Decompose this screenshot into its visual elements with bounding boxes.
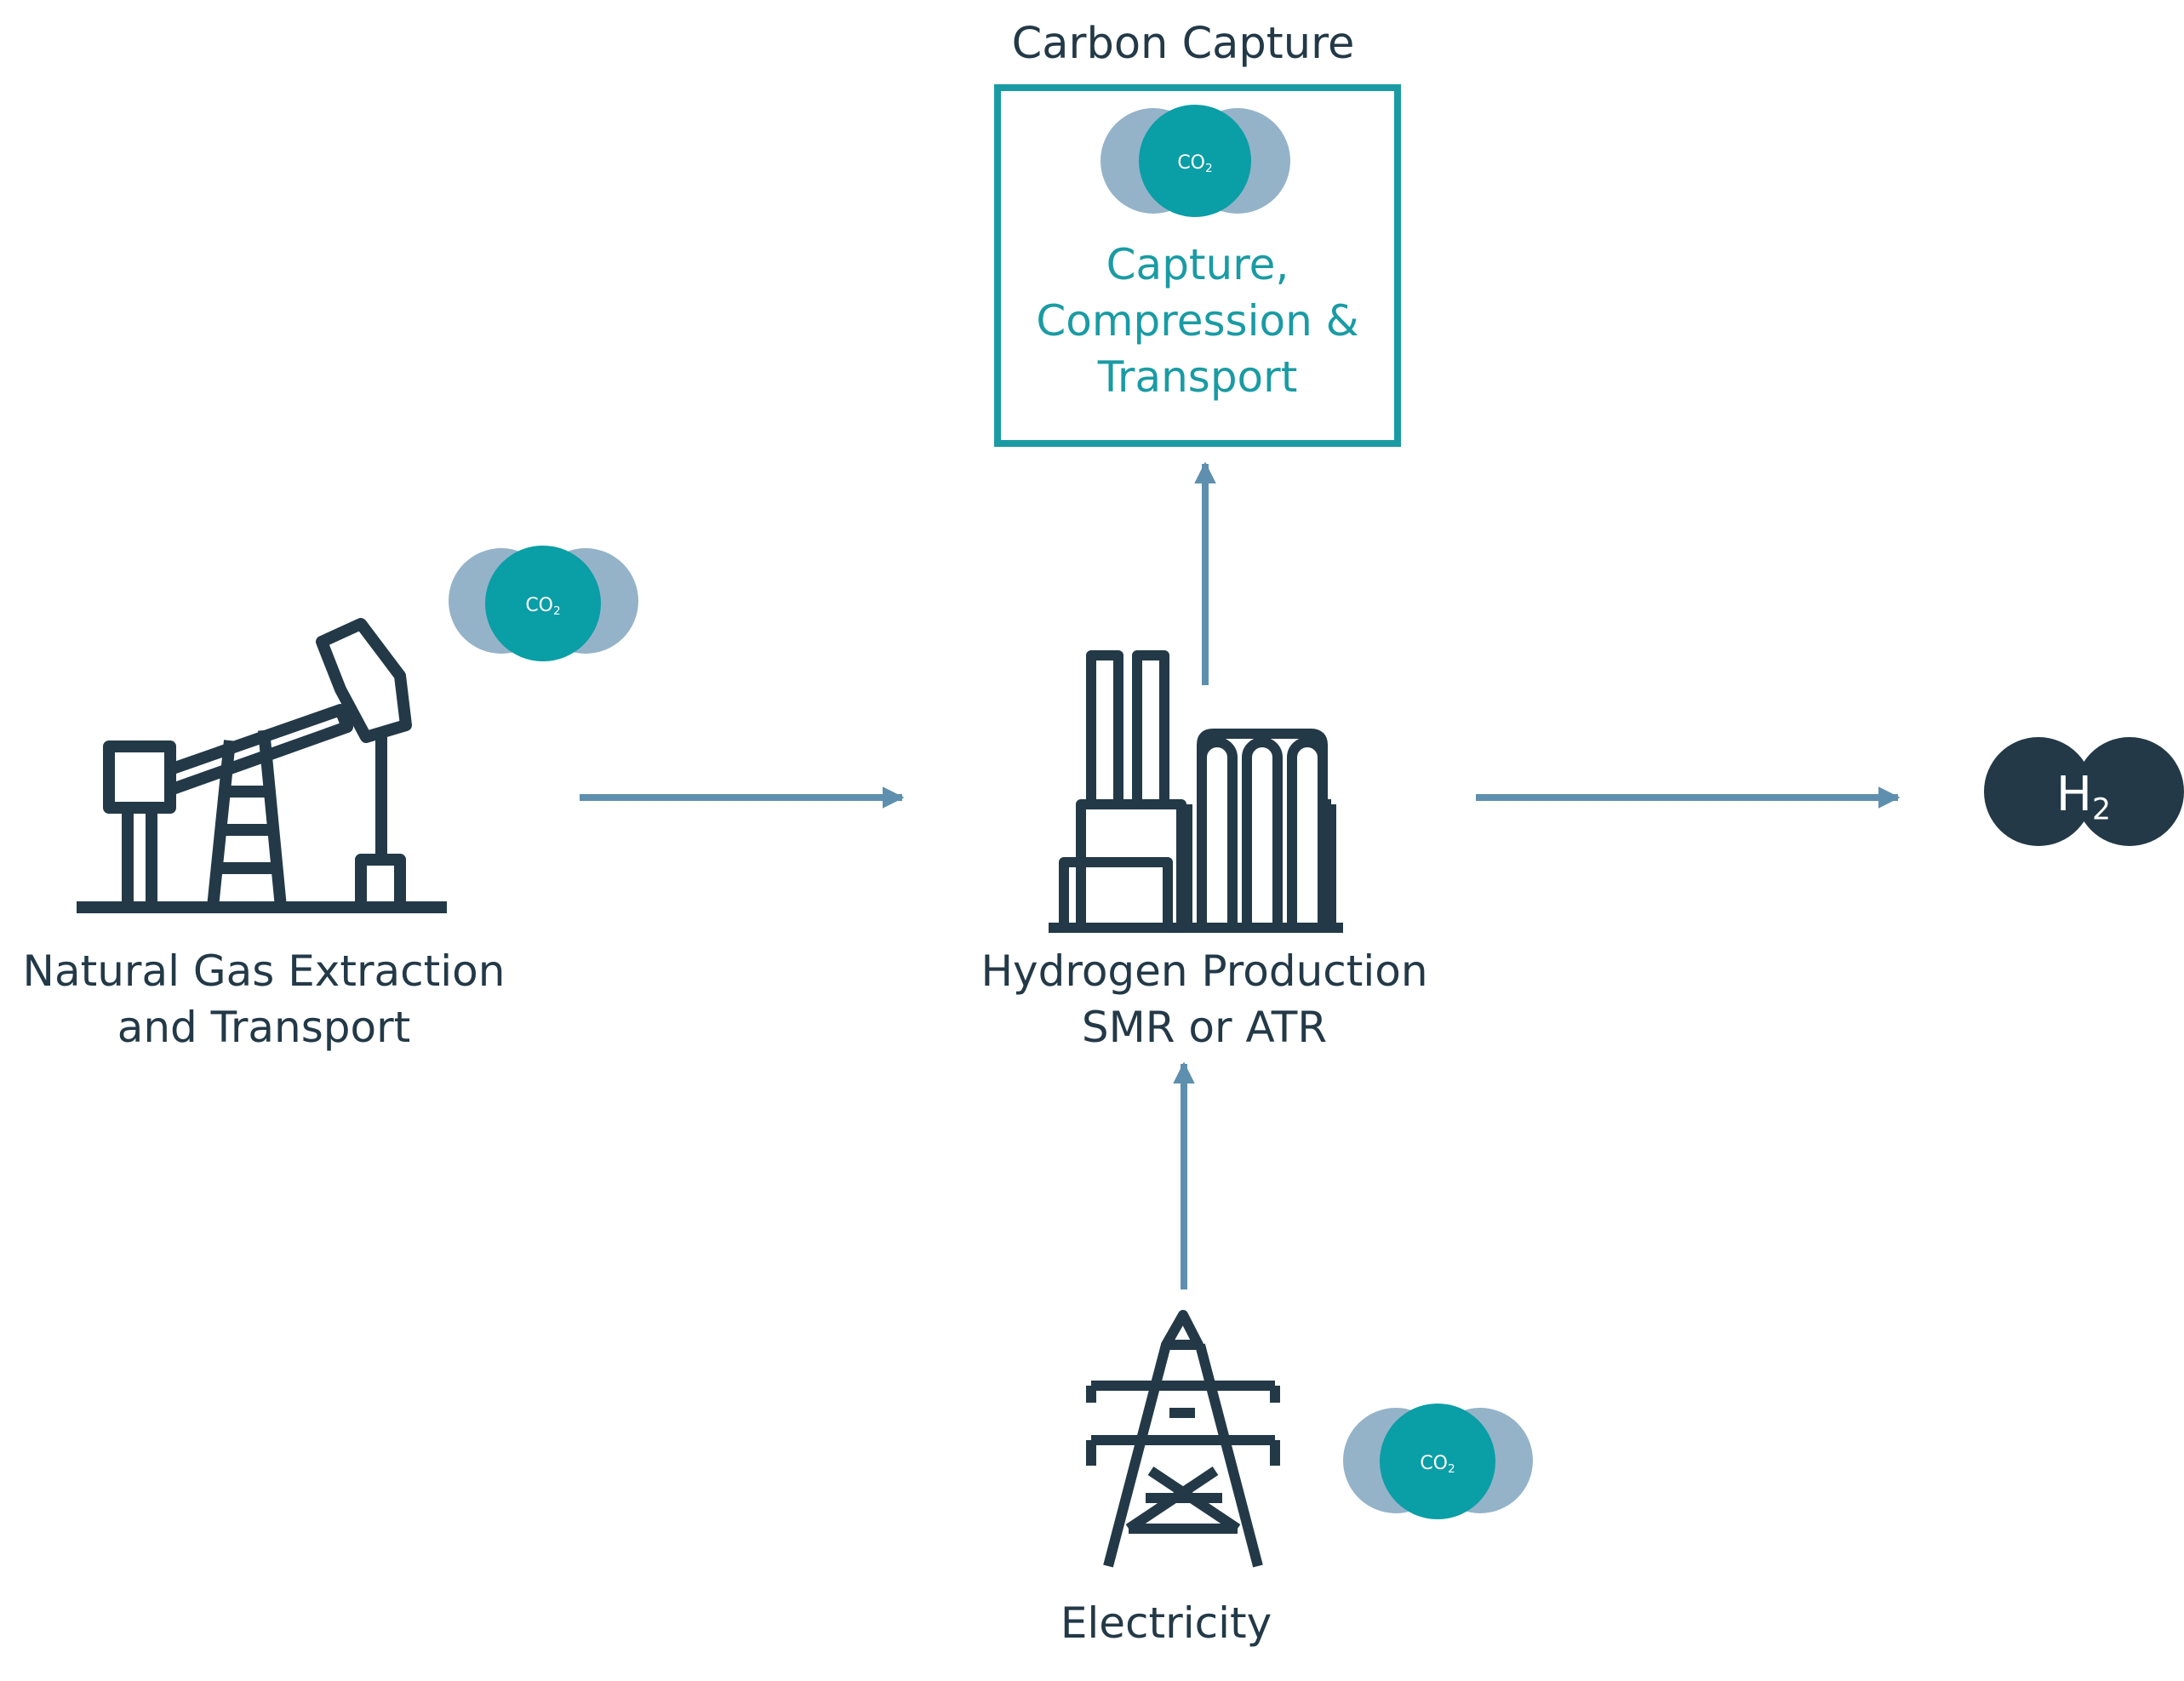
electricity-label: Electricity bbox=[1060, 1598, 1272, 1648]
co2-label: CO2 bbox=[525, 595, 560, 618]
co2-label: CO2 bbox=[1177, 152, 1212, 175]
hydrogen-production-label: Hydrogen Production SMR or ATR bbox=[936, 943, 1472, 1055]
co2-molecule-icon bbox=[449, 546, 638, 661]
hydrogen-production-line-2: SMR or ATR bbox=[1081, 1003, 1328, 1052]
power-pylon-icon bbox=[1086, 1310, 1280, 1568]
natural-gas-line-2: and Transport bbox=[117, 1003, 411, 1052]
box-line-1: Capture, bbox=[1106, 240, 1289, 289]
co2-molecule-icon bbox=[1101, 105, 1290, 217]
oil-pump-jack-icon bbox=[77, 618, 447, 913]
co2-molecule-icon bbox=[1343, 1404, 1533, 1519]
co2-label: CO2 bbox=[1420, 1453, 1455, 1476]
carbon-capture-heading: Carbon Capture bbox=[1011, 19, 1355, 69]
natural-gas-label: Natural Gas Extraction and Transport bbox=[0, 943, 528, 1055]
box-line-2: Compression & bbox=[1036, 296, 1359, 346]
hydrogen-production-line-1: Hydrogen Production bbox=[981, 946, 1428, 996]
factory-icon bbox=[1049, 650, 1343, 933]
box-line-3: Transport bbox=[1097, 352, 1298, 402]
h2-label: H2 bbox=[2056, 767, 2111, 826]
carbon-capture-box-label: Capture, Compression & Transport bbox=[998, 237, 1398, 405]
natural-gas-line-1: Natural Gas Extraction bbox=[22, 946, 506, 996]
h2-molecule-icon: H2 bbox=[1984, 737, 2184, 846]
carbon-capture-box bbox=[994, 84, 1401, 447]
